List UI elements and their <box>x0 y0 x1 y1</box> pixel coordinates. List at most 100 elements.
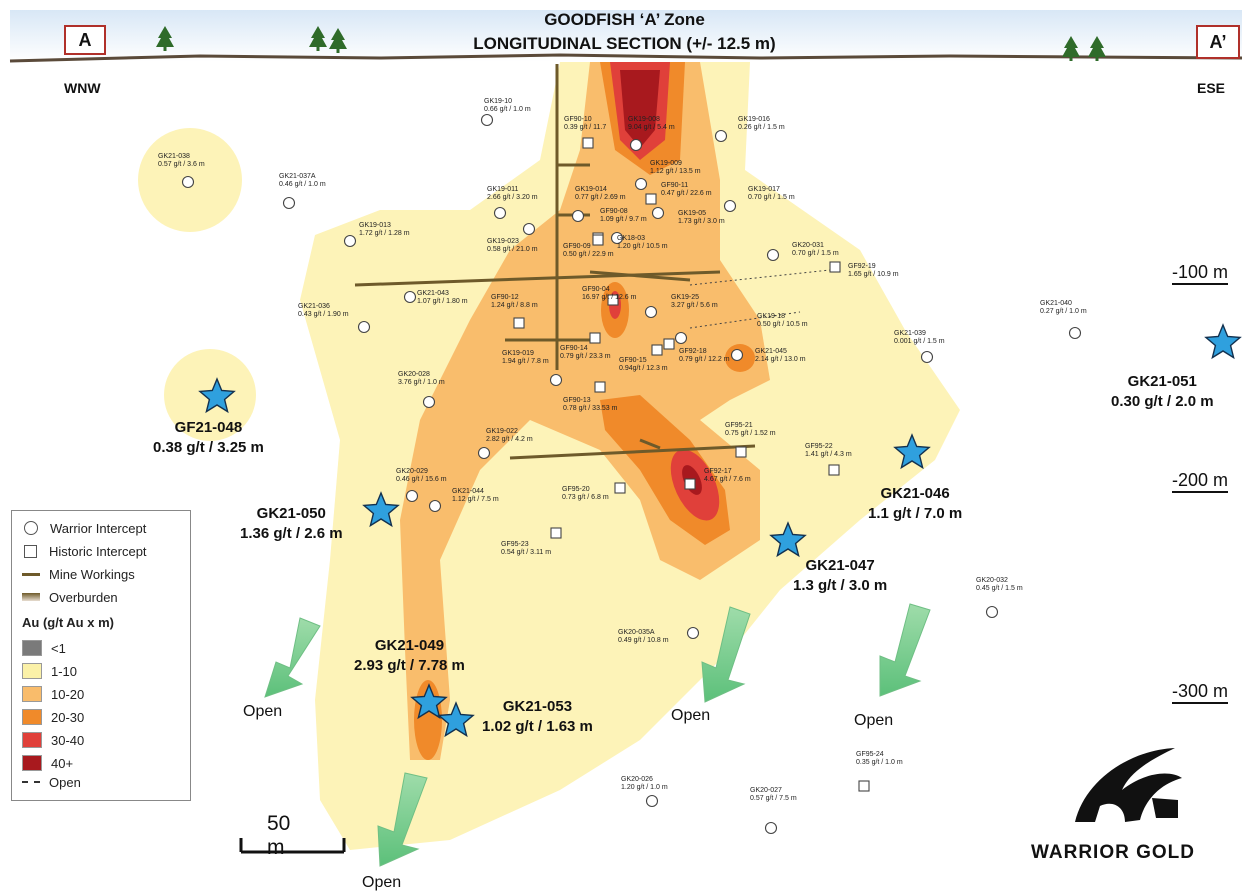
overburden-icon <box>22 593 40 601</box>
warrior-intercept-circle-icon <box>1068 326 1082 340</box>
intercept-grade: 1.94 g/t / 7.8 m <box>502 358 549 365</box>
intercept-hole-id: GF92-17 <box>704 468 732 475</box>
new-hole-star-icon <box>1204 323 1242 360</box>
legend-class: 10-20 <box>22 685 84 703</box>
warrior-intercept-circle-icon <box>403 290 417 304</box>
tree-icons <box>156 26 1106 61</box>
intercept-hole-id: GK20-031 <box>792 242 824 249</box>
intercept-grade: 0.46 g/t / 15.6 m <box>396 476 447 483</box>
intercept-grade: 0.58 g/t / 21.0 m <box>487 246 538 253</box>
warrior-intercept-circle-icon <box>634 177 648 191</box>
new-hole-grade: 1.1 g/t / 7.0 m <box>868 505 963 522</box>
new-hole-star-icon <box>893 433 931 470</box>
intercept-grade: 0.70 g/t / 1.5 m <box>792 250 839 257</box>
warrior-intercept-circle-icon <box>686 626 700 640</box>
legend-class-label: 40+ <box>51 755 74 771</box>
open-label: Open <box>854 712 894 729</box>
intercept-hole-id: GK19-009 <box>650 160 682 167</box>
legend-mine: Mine Workings <box>22 565 135 583</box>
warrior-intercept-circle-icon <box>644 305 658 319</box>
ground-surface <box>9 53 1243 63</box>
historic-intercept-square-icon <box>550 527 562 539</box>
legend-class-label: 30-40 <box>51 732 85 748</box>
warrior-intercept-circle-icon <box>610 231 624 245</box>
new-hole-grade: 1.3 g/t / 3.0 m <box>793 577 888 594</box>
historic-intercept-square-icon <box>594 381 606 393</box>
swatch-icon <box>22 709 42 725</box>
depth-label: -100 m <box>1172 262 1229 285</box>
legend-class-label: 20-30 <box>51 709 85 725</box>
map-subtitle: LONGITUDINAL SECTION (+/- 12.5 m) <box>473 34 776 53</box>
tree-icon <box>1088 36 1106 61</box>
section-start-marker: A <box>64 25 106 55</box>
intercept-grade: 0.27 g/t / 1.0 m <box>1040 308 1087 315</box>
open-label: Open <box>243 703 283 720</box>
historic-intercept-square-icon <box>828 464 840 476</box>
legend-overburden: Overburden <box>22 588 118 606</box>
new-hole-grade: 0.38 g/t / 3.25 m <box>153 439 264 456</box>
sky <box>10 10 1242 62</box>
legend-class-label: 1-10 <box>51 663 78 679</box>
intercept-grade: 1.20 g/t / 1.0 m <box>621 784 668 791</box>
legend-au-title: Au (g/t Au x m) <box>22 615 114 630</box>
intercept-hole-id: GK21-045 <box>755 348 787 355</box>
swatch-icon <box>22 686 42 702</box>
intercept-grade: 1.09 g/t / 9.7 m <box>600 216 647 223</box>
intercept-grade: 9.04 g/t / 5.4 m <box>628 124 675 131</box>
legend-label: Open <box>49 774 81 790</box>
open-arrows <box>264 603 931 867</box>
grade-zone-40-plus <box>620 70 660 148</box>
historic-intercept-square-icon <box>645 193 657 205</box>
open-arrow-icon <box>377 772 428 867</box>
warrior-intercept-circle-icon <box>571 209 585 223</box>
intercept-grade: 2.82 g/t / 4.2 m <box>486 436 533 443</box>
scale-bar-line <box>239 838 346 854</box>
intercept-hole-id: GK19-016 <box>738 116 770 123</box>
intercept-hole-id: GK19-18 <box>757 313 786 320</box>
intercept-grade: 1.20 g/t / 10.5 m <box>617 243 668 250</box>
historic-intercept-square-icon <box>663 338 675 350</box>
intercept-hole-id: GF95-20 <box>562 486 590 493</box>
warrior-intercept-circle-icon <box>985 605 999 619</box>
legend-class-label: 10-20 <box>51 686 85 702</box>
legend-open: Open <box>22 773 81 791</box>
new-hole-id: GK21-049 <box>374 637 445 654</box>
line-icon <box>22 572 40 576</box>
intercept-grade: 0.39 g/t / 11.7 <box>564 124 607 131</box>
intercept-hole-id: GK19-017 <box>748 186 780 193</box>
intercept-grade: 0.43 g/t / 1.90 m <box>298 311 349 318</box>
legend-class: 40+ <box>22 754 73 772</box>
intercept-grade: 0.66 g/t / 1.0 m <box>484 106 531 113</box>
new-hole-grade: 1.02 g/t / 1.63 m <box>482 718 593 735</box>
intercept-grade: 1.07 g/t / 1.80 m <box>417 298 468 305</box>
intercept-hole-id: GF90-15 <box>619 357 647 364</box>
intercept-grade: 0.46 g/t / 1.0 m <box>279 181 326 188</box>
warrior-intercept-circle-icon <box>549 373 563 387</box>
circle-icon <box>24 521 38 535</box>
swatch-icon <box>22 640 42 656</box>
intercept-grade: 2.14 g/t / 13.0 m <box>755 356 806 363</box>
historic-intercept-square-icon <box>607 294 619 306</box>
warrior-intercept-circle-icon <box>357 320 371 334</box>
warrior-intercept-circle-icon <box>730 348 744 362</box>
intercept-grade: 0.78 g/t / 33.53 m <box>563 405 618 412</box>
intercept-hole-id: GK20-028 <box>398 371 430 378</box>
new-hole-id: GK21-046 <box>880 485 950 502</box>
